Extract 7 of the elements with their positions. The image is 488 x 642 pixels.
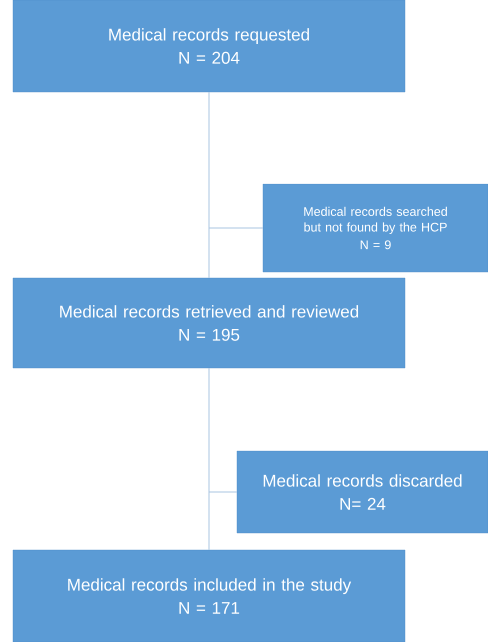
process-box: Medical records included in the study N = 171 [12,550,406,642]
connector-line [208,92,264,228]
process-box: Medical records retrieved and reviewed N = 195 [12,278,406,368]
connector-line [208,368,238,492]
process-box: Medical records discarded N= 24 [236,450,488,534]
process-box: Medical records searched but not found by the HCP N = 9 [262,184,488,272]
process-box: Medical records requested N = 204 [12,0,406,92]
